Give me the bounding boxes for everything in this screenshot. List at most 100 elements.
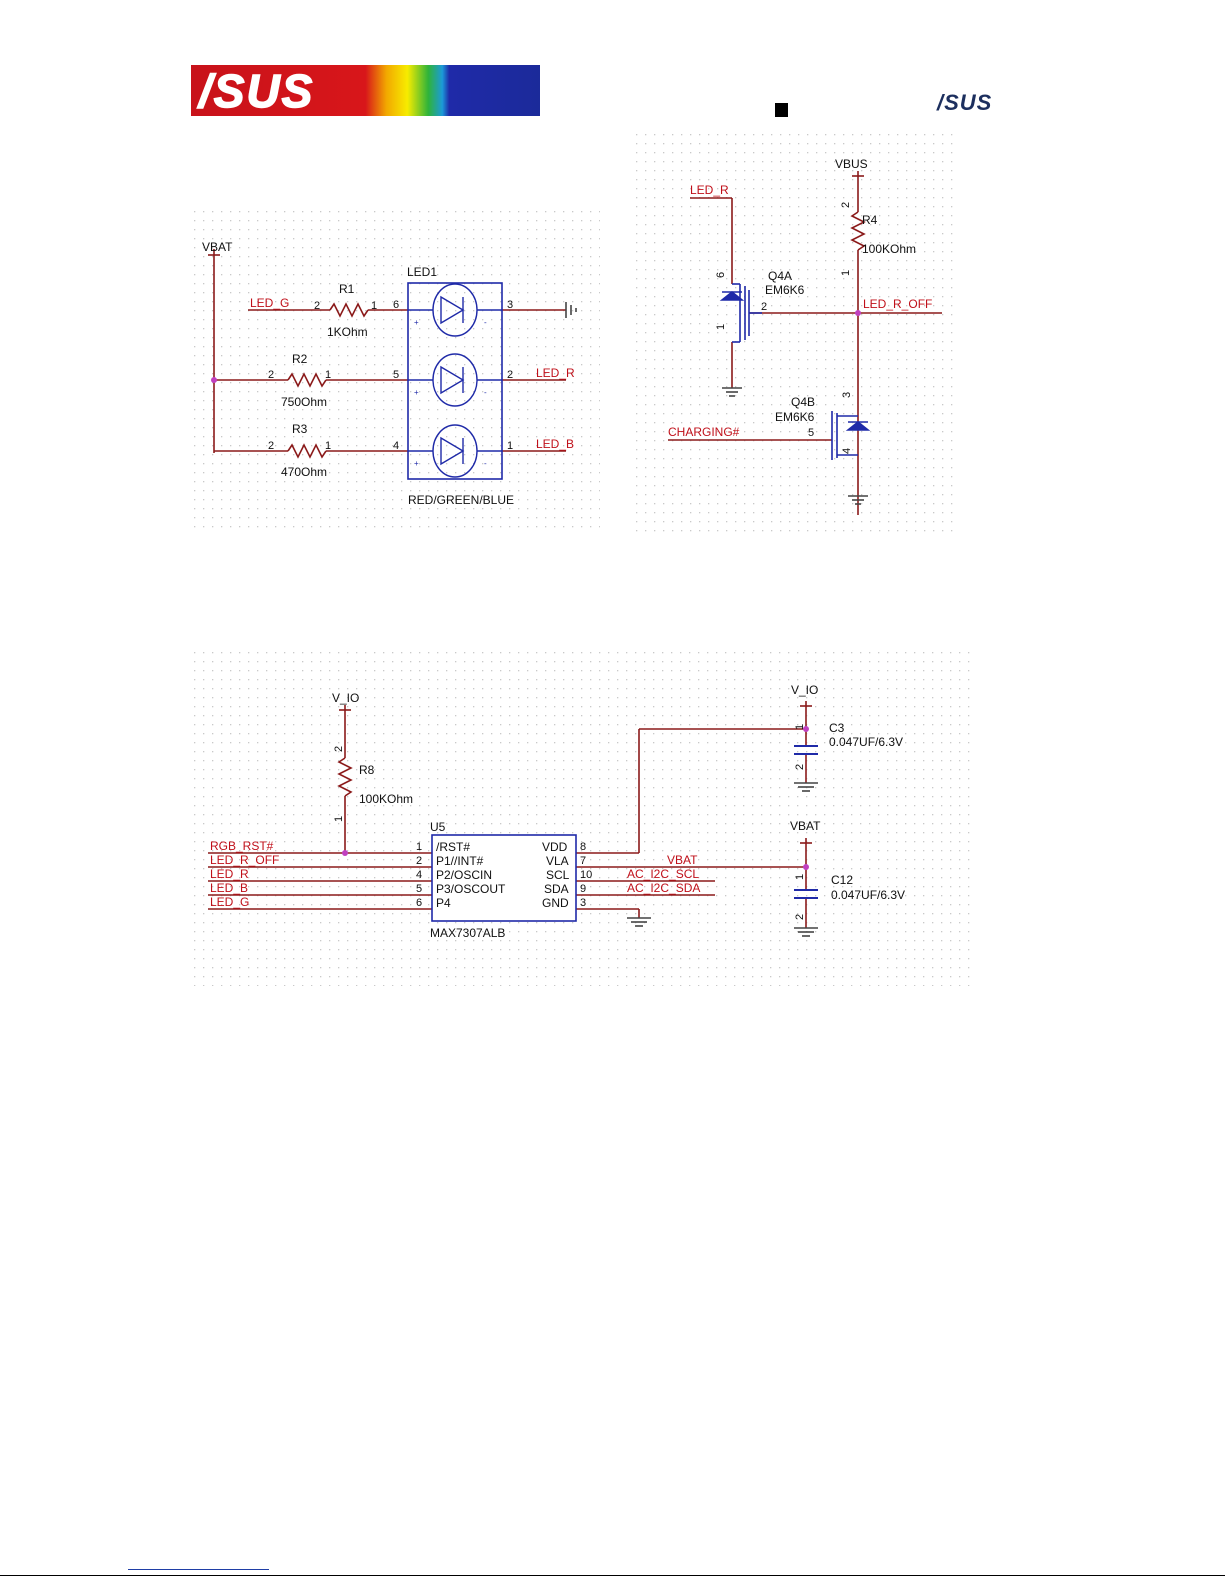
net-led-r: LED_R — [536, 366, 575, 380]
square-bullet-icon — [775, 103, 788, 117]
r2-pin-b: 1 — [325, 369, 331, 381]
r2-value: 750Ohm — [281, 395, 327, 409]
led1-ref: LED1 — [407, 265, 437, 279]
vio-left-label: V_IO — [332, 691, 359, 705]
net-led-r: LED_R — [210, 867, 249, 881]
r4-value: 100KOhm — [862, 242, 916, 256]
vbus-label: VBUS — [835, 157, 868, 171]
r4-ref: R4 — [862, 213, 878, 227]
led-pin-right-3: 1 — [507, 440, 513, 452]
u5-num-1: 1 — [416, 841, 422, 853]
r2-ref: R2 — [292, 352, 308, 366]
r1-pin-b: 1 — [371, 300, 377, 312]
r3-pin-b: 1 — [325, 440, 331, 452]
u5-pin-p3: P3/OSCOUT — [436, 882, 506, 896]
u5-num-5: 5 — [416, 883, 422, 895]
svg-text:/SUS: /SUS — [936, 91, 992, 113]
svg-text:-: - — [484, 388, 487, 397]
net-rgb-rst: RGB_RST# — [210, 839, 274, 853]
u5-num-3: 3 — [580, 897, 586, 909]
q4b-part: EM6K6 — [775, 410, 815, 424]
u5-pin-rst: /RST# — [436, 840, 470, 854]
net-led-g: LED_G — [250, 296, 289, 310]
q4b-ref: Q4B — [791, 395, 815, 409]
c12-value: 0.047UF/6.3V — [831, 888, 905, 902]
asus-logo-small: /SUS — [936, 91, 992, 113]
u5-part: MAX7307ALB — [430, 926, 505, 940]
r8-pin-bottom: 1 — [333, 816, 345, 822]
svg-text:+: + — [414, 459, 419, 468]
net-led-b: LED_B — [536, 437, 574, 451]
u5-num-6: 6 — [416, 897, 422, 909]
led-caption: RED/GREEN/BLUE — [408, 493, 514, 507]
u5-ref: U5 — [430, 820, 446, 834]
net-led-g: LED_G — [210, 895, 249, 909]
r2-pin-a: 2 — [268, 369, 274, 381]
r3-value: 470Ohm — [281, 465, 327, 479]
svg-text:+: + — [414, 318, 419, 327]
asus-logo-banner: /SUS — [191, 65, 540, 116]
q4a-part: EM6K6 — [765, 283, 805, 297]
r8-pin-top: 2 — [333, 746, 345, 752]
net-led-r-off: LED_R_OFF — [210, 853, 279, 867]
svg-text:/SUS: /SUS — [197, 65, 314, 116]
net-led-r: LED_R — [690, 183, 729, 197]
u5-pin-sda: SDA — [544, 882, 569, 896]
net-ac-i2c-sda: AC_I2C_SDA — [627, 881, 700, 895]
q4b-pin-s: 4 — [841, 448, 853, 454]
c12-pin-top: 1 — [794, 874, 806, 880]
r3-ref: R3 — [292, 422, 308, 436]
r1-ref: R1 — [339, 282, 355, 296]
io-expander-schematic: /RST# P1//INT# P2/OSCIN P3/OSCOUT P4 VDD… — [190, 648, 970, 986]
u5-pin-p4: P4 — [436, 896, 451, 910]
charging-circuit-schematic: VBUS R4 100KOhm 2 1 Q4A EM6K6 6 2 1 Q4B … — [632, 130, 960, 535]
c3-ref: C3 — [829, 721, 845, 735]
r1-value: 1KOhm — [327, 325, 368, 339]
r4-pin-top: 2 — [840, 202, 852, 208]
r8-ref: R8 — [359, 763, 375, 777]
footer-rule — [0, 1575, 1225, 1576]
u5-pin-p2: P2/OSCIN — [436, 868, 492, 882]
led-pin-left-1: 6 — [393, 299, 399, 311]
footer-link-underline — [128, 1569, 269, 1570]
net-vbat: VBAT — [667, 853, 698, 867]
vbat-label: VBAT — [202, 240, 233, 254]
u5-pin-gnd: GND — [542, 896, 569, 910]
u5-num-2: 2 — [416, 855, 422, 867]
led-pin-right-1: 3 — [507, 299, 513, 311]
u5-num-4: 4 — [416, 869, 422, 881]
r3-pin-a: 2 — [268, 440, 274, 452]
q4b-pin-d: 3 — [841, 392, 853, 398]
svg-text:-: - — [484, 459, 487, 468]
u5-num-8: 8 — [580, 841, 586, 853]
junction-dot — [855, 310, 861, 316]
u5-num-7: 7 — [580, 855, 586, 867]
u5-pin-scl: SCL — [546, 868, 570, 882]
q4a-pin-s: 1 — [715, 324, 727, 330]
svg-text:-: - — [484, 318, 487, 327]
q4a-ref: Q4A — [768, 269, 792, 283]
c12-pin-bottom: 2 — [794, 914, 806, 920]
q4a-pin-g: 2 — [761, 301, 767, 313]
junction-dot — [211, 377, 217, 383]
u5-pin-vdd: VDD — [542, 840, 568, 854]
vbat-right-label: VBAT — [790, 819, 821, 833]
r4-pin-bottom: 1 — [840, 270, 852, 276]
led-circuit-schematic: + + + - - - VBAT LED1 R1 1KOhm 2 1 R2 750Ohm… — [190, 207, 600, 535]
c12-ref: C12 — [831, 873, 853, 887]
led-pin-left-3: 4 — [393, 440, 399, 452]
u5-num-9: 9 — [580, 883, 586, 895]
net-charging: CHARGING# — [668, 425, 740, 439]
led-pin-right-2: 2 — [507, 369, 513, 381]
u5-pin-vla: VLA — [546, 854, 569, 868]
led-pin-left-2: 5 — [393, 369, 399, 381]
u5-chip — [431, 834, 577, 922]
svg-text:+: + — [414, 388, 419, 397]
net-led-r-off: LED_R_OFF — [863, 297, 932, 311]
q4b-pin-g: 5 — [808, 427, 814, 439]
r8-value: 100KOhm — [359, 792, 413, 806]
c3-value: 0.047UF/6.3V — [829, 735, 903, 749]
c3-pin-top: 1 — [794, 724, 806, 730]
u5-pin-p1: P1//INT# — [436, 854, 484, 868]
net-led-b: LED_B — [210, 881, 248, 895]
